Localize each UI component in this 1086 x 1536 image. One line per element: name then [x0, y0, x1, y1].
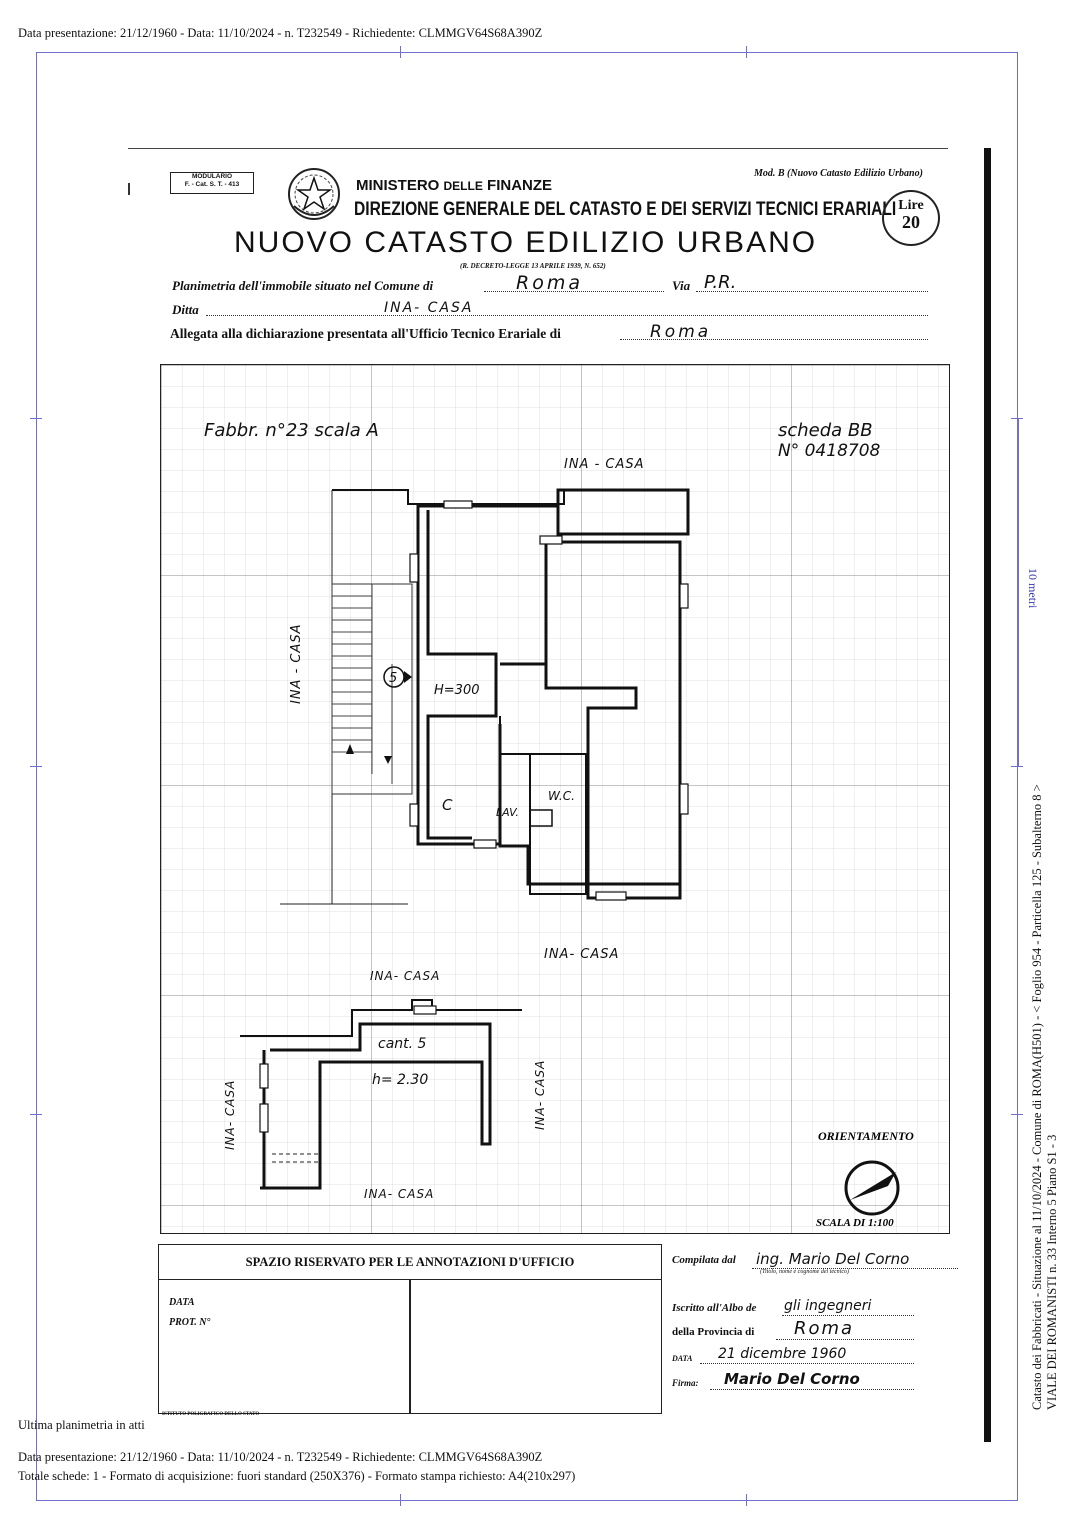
floor-plan-area	[160, 364, 950, 1234]
header-top-text: Data presentazione: 21/12/1960 - Data: 1…	[18, 26, 543, 40]
compilata-value: ing. Mario Del Corno	[756, 1250, 910, 1268]
ufficio-value: Roma	[650, 322, 712, 342]
emblem-icon	[288, 168, 340, 220]
compilata-label: Compilata dal	[672, 1254, 736, 1266]
svg-text:W.C.: W.C.	[548, 789, 575, 803]
decree-text: (R. DECRETO-LEGGE 13 APRILE 1939, N. 652…	[460, 262, 606, 270]
side-cadastral-info: Catasto dei Fabbricati - Situazione al 1…	[1030, 784, 1059, 1410]
provincia-value: Roma	[794, 1318, 855, 1339]
via-value: P.R.	[704, 272, 737, 293]
ditta-value: INA- CASA	[384, 300, 474, 316]
svg-text:INA- CASA: INA- CASA	[544, 947, 619, 962]
compilata-note: (Titolo, nome e cognome del tecnico)	[760, 1269, 849, 1275]
footer-line-2: Totale schede: 1 - Formato di acquisizio…	[18, 1469, 576, 1483]
via-label: Via	[672, 278, 691, 293]
ditta-label: Ditta	[172, 302, 199, 317]
svg-text:INA- CASA: INA- CASA	[370, 969, 440, 983]
svg-text:cant. 5: cant. 5	[378, 1036, 427, 1052]
svg-text:scheda BB: scheda BB	[778, 420, 873, 441]
printer-label: ISTITUTO POLIGRAFICO DELLO STATO	[162, 1412, 260, 1417]
modulario-box: MODULARIO F. - Cat. S. T. - 413	[170, 172, 254, 194]
prot-label: PROT. N°	[169, 1317, 211, 1328]
floor-plan-drawing: 5 H=300 C LAV. W.C. Fabbr. n°23 scala A …	[204, 420, 914, 1229]
sheet-edge-bar	[984, 148, 991, 1442]
svg-text:SCALA DI 1:100: SCALA DI 1:100	[816, 1217, 894, 1229]
svg-text:H=300: H=300	[434, 683, 479, 698]
svg-text:Fabbr. n°23 scala A: Fabbr. n°23 scala A	[204, 420, 379, 441]
planimetria-label: Planimetria dell'immobile situato nel Co…	[172, 278, 434, 293]
svg-text:INA - CASA: INA - CASA	[289, 623, 304, 704]
data-field-value: 21 dicembre 1960	[718, 1346, 847, 1362]
svg-text:N° 0418708: N° 0418708	[778, 441, 881, 461]
provincia-label: della Provincia di	[672, 1326, 755, 1338]
lire-stamp: Lire 20	[882, 190, 940, 246]
svg-text:C: C	[442, 796, 453, 814]
reserved-box-title: SPAZIO RISERVATO PER LE ANNOTAZIONI D'UF…	[159, 1245, 661, 1280]
reserved-office-box: SPAZIO RISERVATO PER LE ANNOTAZIONI D'UF…	[158, 1244, 662, 1414]
allegata-label: Allegata alla dichiarazione presentata a…	[170, 326, 561, 341]
ultima-planimetria-text: Ultima planimetria in atti	[18, 1418, 145, 1432]
svg-text:INA- CASA: INA- CASA	[533, 1060, 547, 1130]
firma-label: Firma:	[672, 1378, 699, 1388]
svg-text:INA - CASA: INA - CASA	[564, 457, 645, 472]
svg-text:INA- CASA: INA- CASA	[364, 1187, 434, 1201]
compass-icon	[844, 1160, 900, 1216]
svg-text:5: 5	[389, 671, 397, 686]
signature: Mario Del Corno	[724, 1370, 860, 1388]
svg-text:LAV.: LAV.	[496, 806, 519, 819]
data-field-label: DATA	[672, 1354, 693, 1363]
svg-text:ORIENTAMENTO: ORIENTAMENTO	[818, 1129, 914, 1143]
iscritto-value: gli ingegneri	[784, 1298, 872, 1314]
comune-value: Roma	[516, 272, 583, 294]
svg-text:h= 2.30: h= 2.30	[372, 1072, 428, 1088]
footer-line-1: Data presentazione: 21/12/1960 - Data: 1…	[18, 1450, 543, 1464]
iscritto-label: Iscritto all'Albo de	[672, 1302, 757, 1314]
form-title: NUOVO CATASTO EDILIZIO URBANO	[234, 226, 818, 259]
ministry-title: MINISTERO DELLE FINANZE	[356, 177, 553, 194]
data-label: DATA	[169, 1297, 195, 1308]
mod-b-label: Mod. B (Nuovo Catasto Edilizio Urbano)	[754, 168, 923, 179]
direction-title: DIREZIONE GENERALE DEL CATASTO E DEI SER…	[354, 199, 897, 220]
sheet-top-edge	[128, 148, 948, 149]
svg-text:INA- CASA: INA- CASA	[223, 1080, 237, 1150]
scale-10-metri: 10 metri	[1026, 568, 1040, 609]
